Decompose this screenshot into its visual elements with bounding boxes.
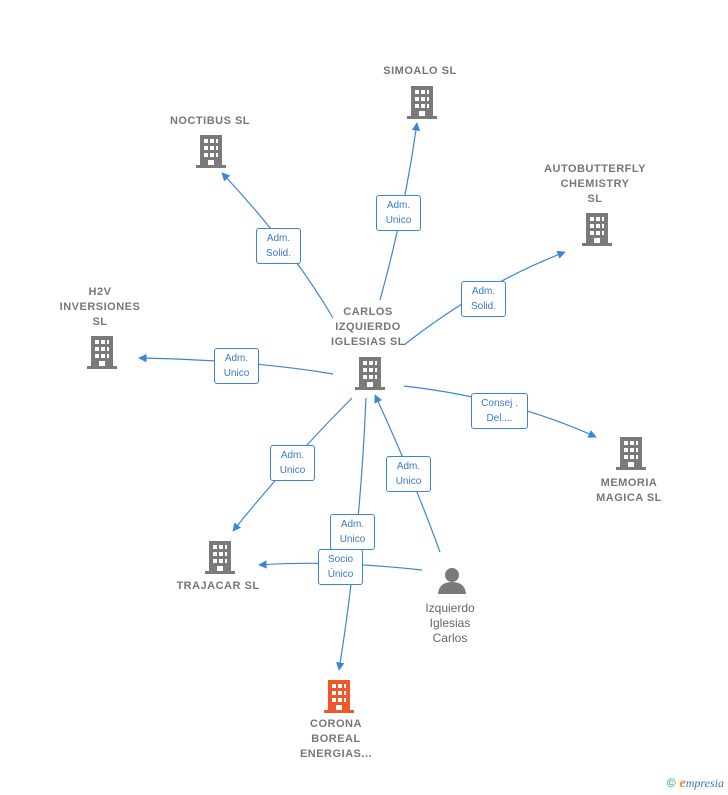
edge-label-h2v: Adm. Unico <box>214 348 259 384</box>
edge-label-corona: Adm. Unico <box>330 514 375 550</box>
building-icon-noctibus <box>196 135 226 168</box>
brand-logo: ©empresia <box>667 776 724 792</box>
node-label-carlos-sl[interactable]: CARLOS IZQUIERDO IGLESIAS SL <box>331 306 405 348</box>
node-label-trajacar[interactable]: TRAJACAR SL <box>176 580 260 592</box>
building-icon-memoria <box>616 437 646 470</box>
building-icon-trajacar <box>205 541 235 574</box>
node-label-memoria[interactable]: MEMORIA MAGICA SL <box>596 477 662 504</box>
edge-label-person-trajacar: Socio Único <box>318 549 363 585</box>
building-icon-autobutterfly <box>582 213 612 246</box>
node-label-simoalo[interactable]: SIMOALO SL <box>383 65 457 77</box>
node-label-autobutterfly[interactable]: AUTOBUTTERFLY CHEMISTRY SL <box>544 163 646 205</box>
copyright-icon: © <box>666 776 676 790</box>
edge-label-memoria: Consej . Del.... <box>471 393 528 429</box>
building-icon-corona <box>324 680 354 713</box>
building-icon-h2v <box>87 336 117 369</box>
node-label-noctibus[interactable]: NOCTIBUS SL <box>169 115 251 127</box>
brand-logo-text: mpresia <box>685 776 724 790</box>
edge-label-autobutterfly: Adm. Solid. <box>461 281 506 317</box>
person-icon <box>438 568 466 594</box>
node-label-h2v[interactable]: H2V INVERSIONES SL <box>59 286 141 328</box>
node-label-corona[interactable]: CORONA BOREAL ENERGIAS... <box>299 718 373 760</box>
brand-logo-e: e <box>679 776 686 791</box>
building-icon-simoalo <box>407 86 437 119</box>
edge-label-noctibus: Adm. Solid. <box>256 228 301 264</box>
edge-label-trajacar: Adm. Unico <box>270 445 315 481</box>
edge-label-person-carlos: Adm. Unico <box>386 456 431 492</box>
edge-label-simoalo: Adm. Unico <box>376 195 421 231</box>
node-label-person[interactable]: Izquierdo Iglesias Carlos <box>425 601 475 645</box>
building-icon-carlos-sl <box>355 357 385 390</box>
